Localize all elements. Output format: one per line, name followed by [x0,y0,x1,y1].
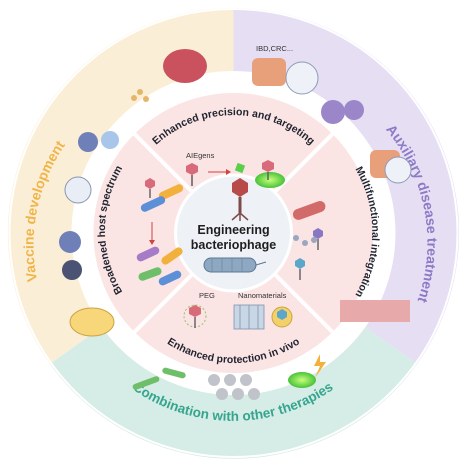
ibd-crc-label: IBD,CRC... [256,44,293,53]
phage-icon [262,160,274,180]
center-phage-icon [231,178,249,221]
glowing-bacterium-icon [255,172,285,188]
auxiliary-illustration [252,58,412,322]
aiegens-label: AIEgens [186,151,215,160]
fluorogen-icon [234,162,246,174]
peg-label: PEG [199,291,215,300]
host-spectrum-illustration [136,178,184,286]
vaccine-illustration [59,49,207,337]
peg-phage-icon [183,304,207,328]
phage-icon [186,163,198,186]
center-bacterium-icon [203,257,267,273]
arrow-head-icon [226,169,231,175]
multifunctional-illustration [292,201,326,280]
capsule-phage-icon [271,306,293,328]
combination-illustration [132,354,326,400]
center-title-line2: bacteriophage [191,238,276,252]
center-title-line1: Engineering [197,223,269,237]
nanomaterials-label: Nanomaterials [238,291,287,300]
nanomaterial-phage-icon [233,304,265,330]
